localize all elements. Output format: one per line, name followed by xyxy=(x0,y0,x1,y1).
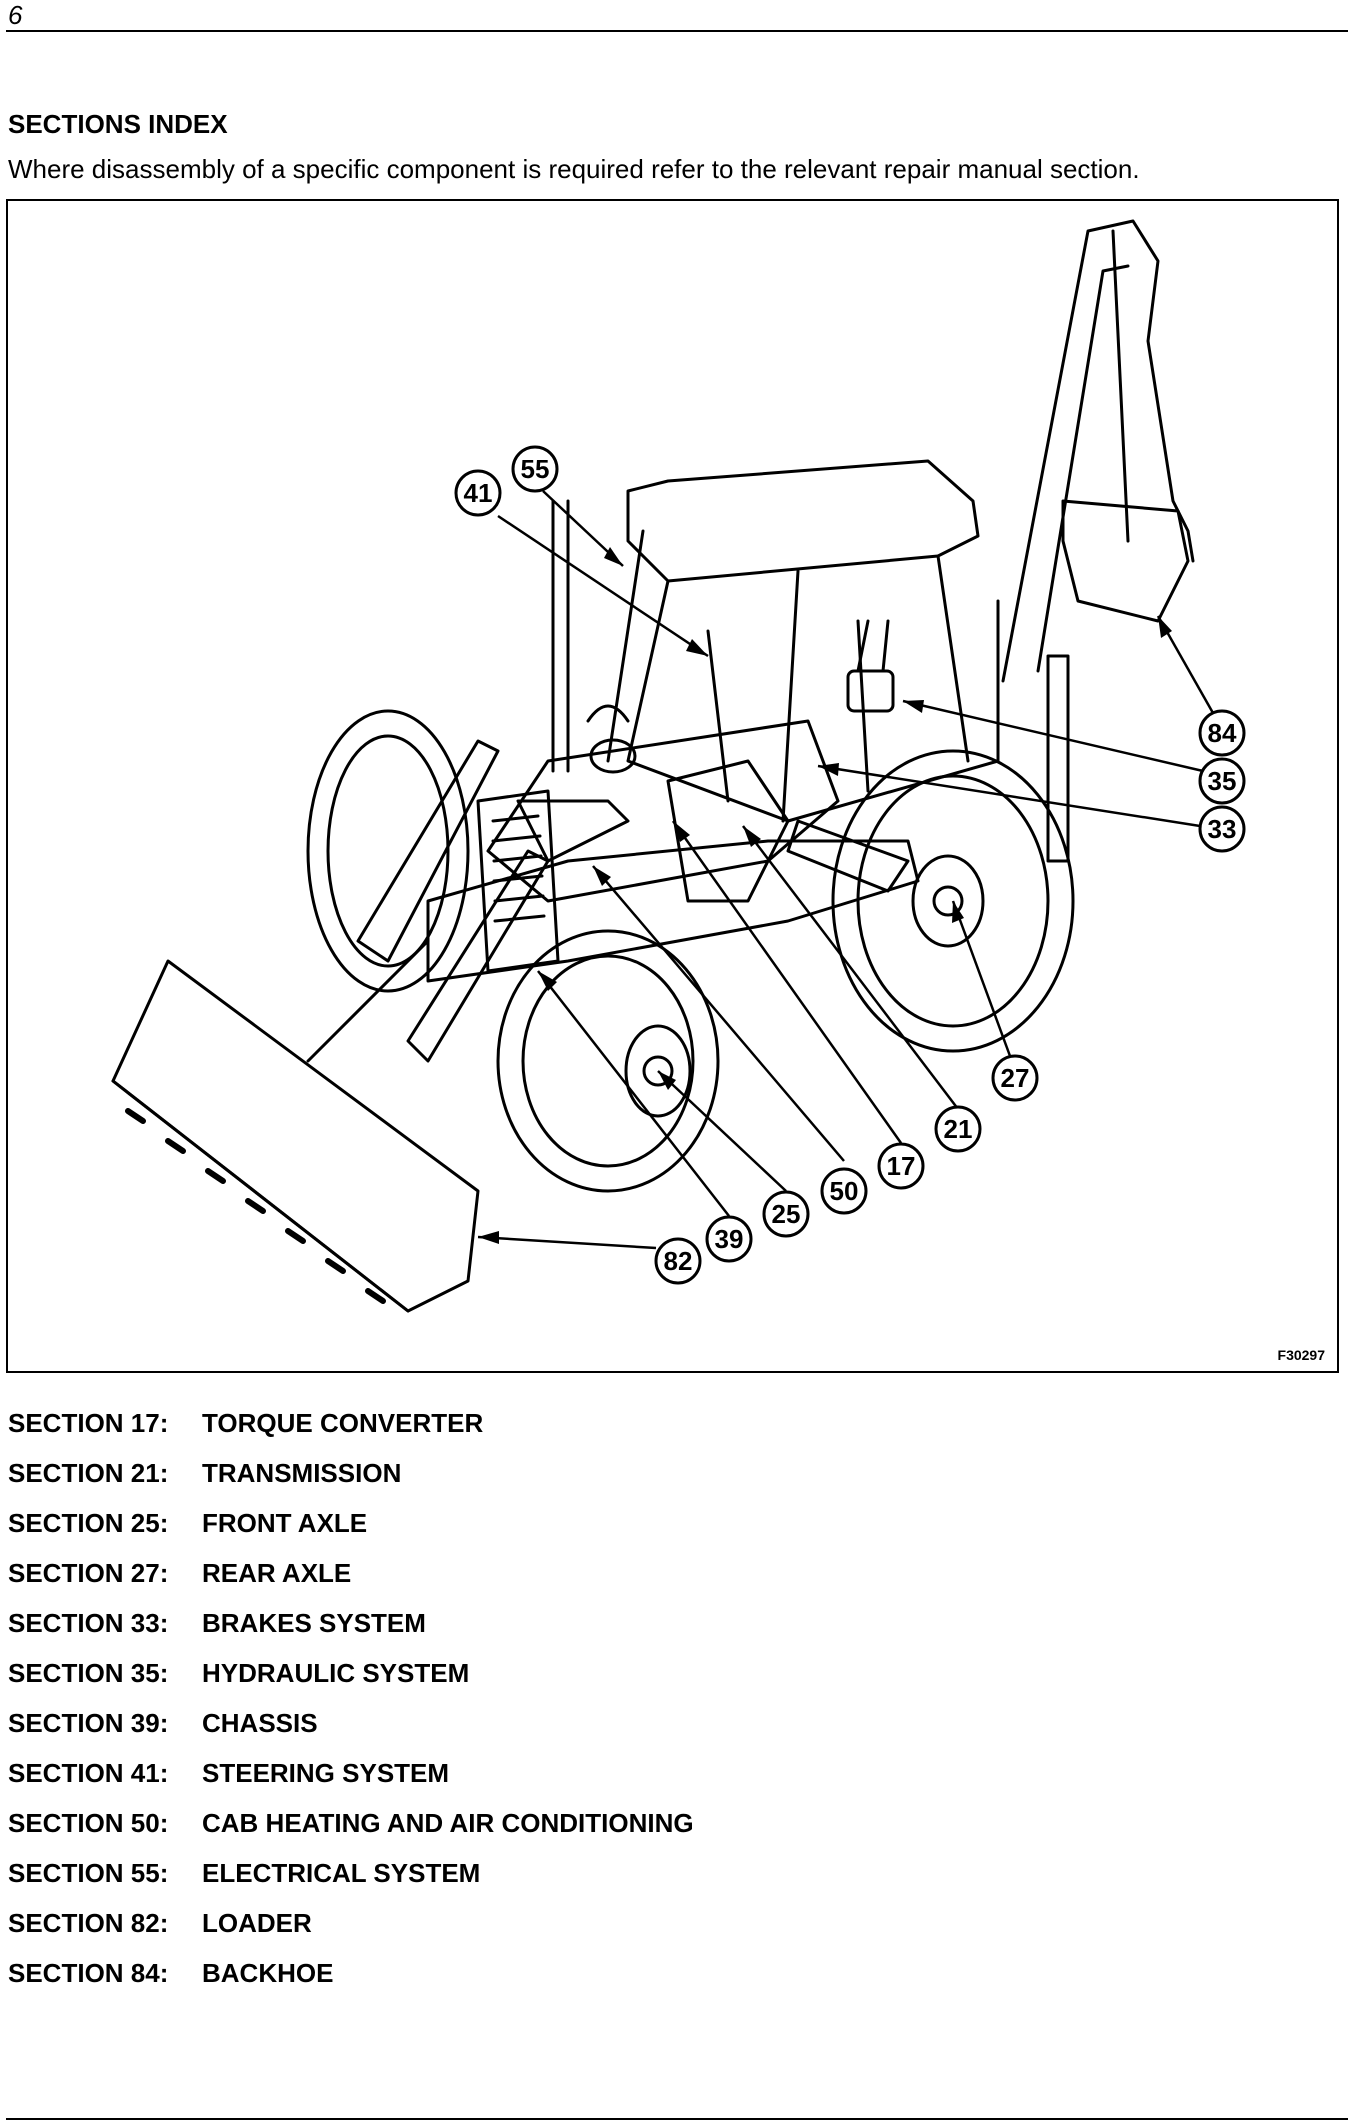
callout-17: 17 xyxy=(877,1142,925,1190)
bottom-divider xyxy=(6,2118,1348,2120)
callout-25: 25 xyxy=(762,1190,810,1238)
backhoe-bucket xyxy=(1061,499,1190,623)
loader-arm-right xyxy=(406,849,550,1063)
section-title: BACKHOE xyxy=(202,1958,334,1988)
callout-21: 21 xyxy=(934,1105,982,1153)
section-code: SECTION 50: xyxy=(8,1808,169,1838)
callout-group: 41 55 84 35 33 27 21 17 50 25 39 82 xyxy=(454,445,1246,1285)
section-code: SECTION 17: xyxy=(8,1408,169,1438)
callout-circle xyxy=(654,1237,702,1285)
section-title: TORQUE CONVERTER xyxy=(202,1408,484,1438)
machine-drawing xyxy=(111,219,1195,1313)
callout-label: 25 xyxy=(772,1199,801,1229)
callout-circle xyxy=(1198,757,1246,805)
section-title: FRONT AXLE xyxy=(202,1508,368,1538)
intro-text: Where disassembly of a specific componen… xyxy=(8,154,1140,184)
section-code: SECTION 21: xyxy=(8,1458,169,1488)
transmission xyxy=(666,759,790,903)
callout-circle xyxy=(1198,805,1246,853)
section-code: SECTION 27: xyxy=(8,1558,169,1588)
page-heading: SECTIONS INDEX xyxy=(8,109,228,139)
section-code: SECTION 55: xyxy=(8,1858,169,1888)
rear-wheel xyxy=(831,749,1075,1053)
section-title: TRANSMISSION xyxy=(202,1458,402,1488)
leader-lines xyxy=(477,490,1215,1250)
page-number: 6 xyxy=(8,0,23,30)
callout-label: 17 xyxy=(887,1151,916,1181)
callout-label: 39 xyxy=(715,1224,744,1254)
callout-55: 55 xyxy=(511,445,559,493)
section-title: LOADER xyxy=(202,1908,312,1938)
left-front-wheel xyxy=(306,709,470,993)
loader-arm-left xyxy=(356,739,500,963)
top-divider xyxy=(6,30,1348,32)
callout-41: 41 xyxy=(454,469,502,517)
section-code: SECTION 84: xyxy=(8,1958,169,1988)
callout-35: 35 xyxy=(1198,757,1246,805)
section-code: SECTION 82: xyxy=(8,1908,169,1938)
callout-39: 39 xyxy=(705,1215,753,1263)
figure-id: F30297 xyxy=(1277,1347,1325,1363)
callout-circle xyxy=(1198,709,1246,757)
section-title: CHASSIS xyxy=(202,1708,318,1738)
backhoe-loader-illustration: 41 55 84 35 33 27 21 17 50 25 39 82 xyxy=(111,219,1246,1313)
backhoe-loader-figure: 41 55 84 35 33 27 21 17 50 25 39 82 F30297 xyxy=(6,199,1339,1373)
callout-label: 35 xyxy=(1208,766,1237,796)
callout-label: 41 xyxy=(464,478,493,508)
section-code: SECTION 35: xyxy=(8,1658,169,1688)
callout-84: 84 xyxy=(1198,709,1246,757)
section-title: REAR AXLE xyxy=(202,1558,352,1588)
callout-circle xyxy=(934,1105,982,1153)
callout-circle xyxy=(454,469,502,517)
callout-50: 50 xyxy=(820,1167,868,1215)
callout-circle xyxy=(705,1215,753,1263)
right-front-wheel xyxy=(496,929,720,1193)
section-title: BRAKES SYSTEM xyxy=(202,1608,426,1638)
section-code: SECTION 41: xyxy=(8,1758,169,1788)
callout-circle xyxy=(820,1167,868,1215)
leader-arrowheads xyxy=(478,547,1172,1244)
callout-label: 33 xyxy=(1208,814,1237,844)
section-title: ELECTRICAL SYSTEM xyxy=(202,1858,481,1888)
section-code: SECTION 33: xyxy=(8,1608,169,1638)
callout-circle xyxy=(511,445,559,493)
callout-33: 33 xyxy=(1198,805,1246,853)
section-code: SECTION 39: xyxy=(8,1708,169,1738)
cab-roof xyxy=(626,459,980,583)
callout-circle xyxy=(991,1054,1039,1102)
section-title: HYDRAULIC SYSTEM xyxy=(202,1658,470,1688)
callout-label: 82 xyxy=(664,1246,693,1276)
loader-bucket xyxy=(111,959,480,1313)
callout-circle xyxy=(877,1142,925,1190)
section-title: STEERING SYSTEM xyxy=(202,1758,450,1788)
callout-27: 27 xyxy=(991,1054,1039,1102)
callout-label: 55 xyxy=(521,454,550,484)
callout-label: 84 xyxy=(1208,718,1237,748)
callout-circle xyxy=(762,1190,810,1238)
section-code: SECTION 25: xyxy=(8,1508,169,1538)
section-title: CAB HEATING AND AIR CONDITIONING xyxy=(202,1808,694,1838)
callout-label: 27 xyxy=(1001,1063,1030,1093)
callout-82: 82 xyxy=(654,1237,702,1285)
callout-label: 50 xyxy=(830,1176,859,1206)
callout-label: 21 xyxy=(944,1114,973,1144)
